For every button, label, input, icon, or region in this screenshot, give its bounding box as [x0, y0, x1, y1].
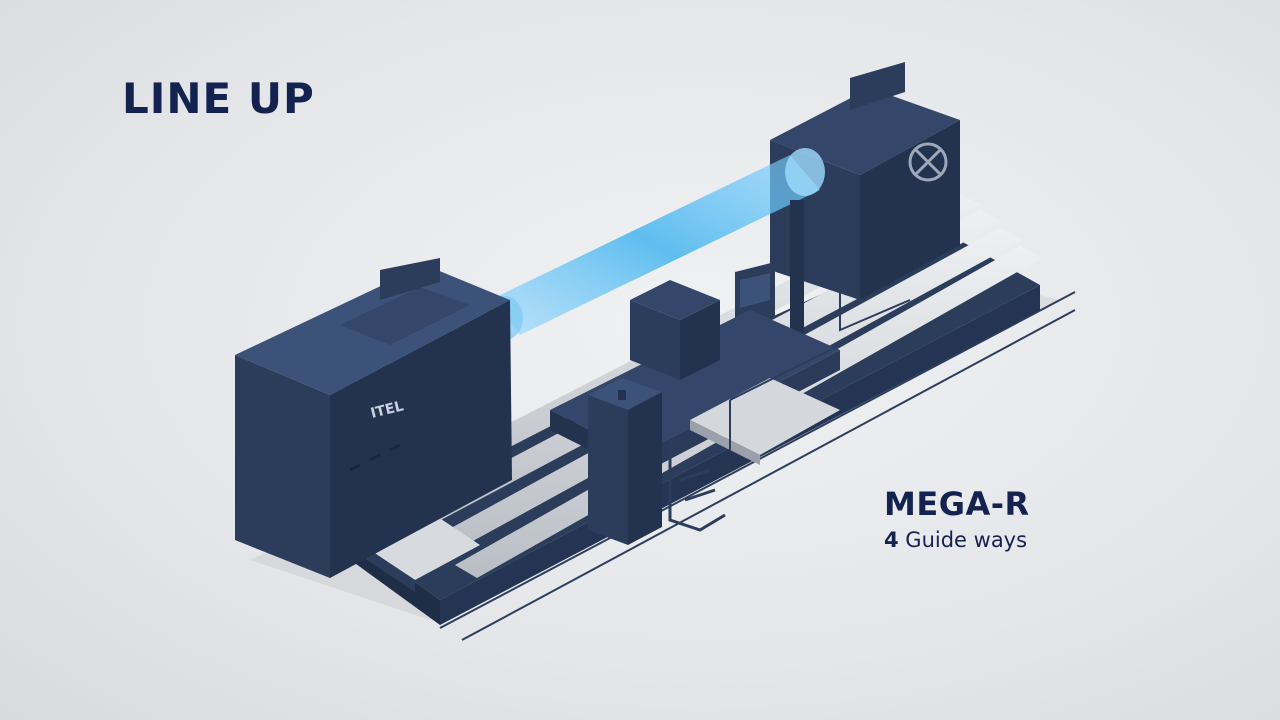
guide-way-count: 4 [884, 528, 899, 552]
page-title: LINE UP [122, 74, 315, 123]
operator-platform [690, 280, 911, 465]
model-info: MEGA-R 4 Guide ways [884, 488, 1030, 551]
headstock: ITEL [235, 258, 512, 578]
guide-way-label: Guide ways [898, 528, 1028, 552]
brand-mark: ITEL [369, 398, 405, 422]
handwheel-icon [908, 142, 948, 182]
stairs [668, 440, 726, 532]
model-name: MEGA-R [884, 485, 1030, 523]
electrical-cabinet [588, 378, 662, 545]
model-feature: 4 Guide ways [884, 530, 1030, 551]
